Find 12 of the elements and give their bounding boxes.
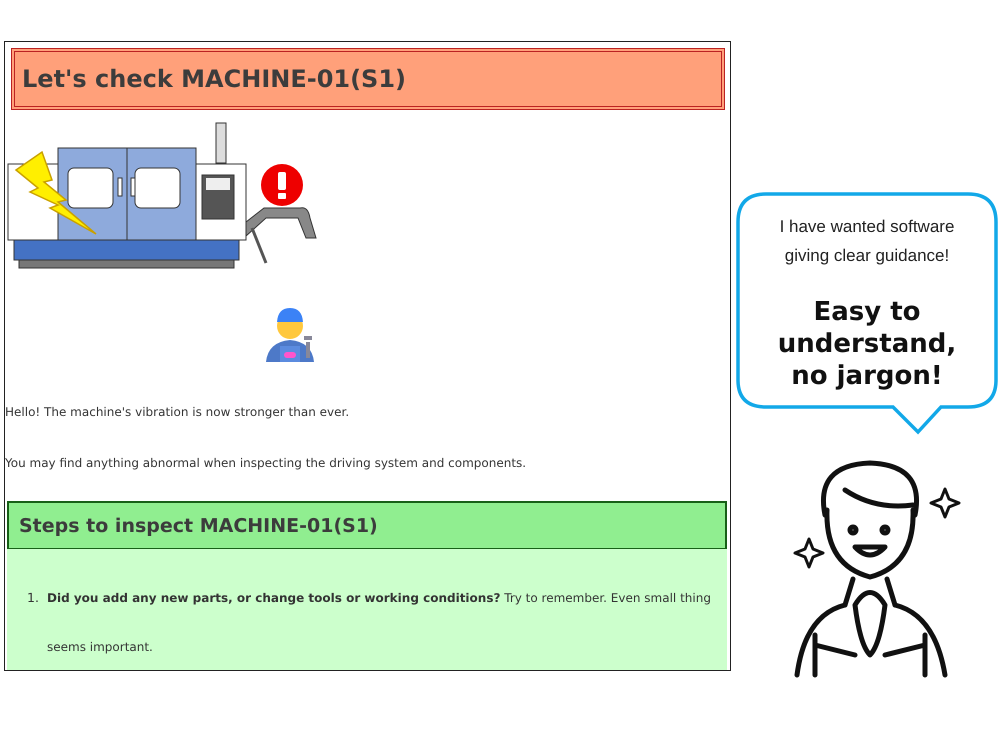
content-panel — [7, 549, 727, 670]
header-band — [11, 48, 725, 110]
header-band — [7, 501, 727, 550]
paragraph: Hello! The machine's vibration is now stronger than ever. — [5, 405, 350, 419]
heading: Let's check MACHINE-01(S1) — [22, 65, 406, 93]
paragraph: You may find anything abnormal when inspecting the driving system and components. — [5, 456, 526, 470]
speech-emphasis: Easy to understand, no jargon! — [776, 296, 958, 392]
list-number: 1. — [27, 590, 39, 605]
screen-panel — [4, 41, 731, 671]
speech-text: I have wanted software giving clear guidance! — [778, 216, 956, 267]
heading: Steps to inspect MACHINE-01(S1) — [19, 514, 378, 536]
list-item-text: Did you add any new parts, or change tools or working conditions? Try to remember. Even small thing seems important. — [47, 590, 712, 656]
